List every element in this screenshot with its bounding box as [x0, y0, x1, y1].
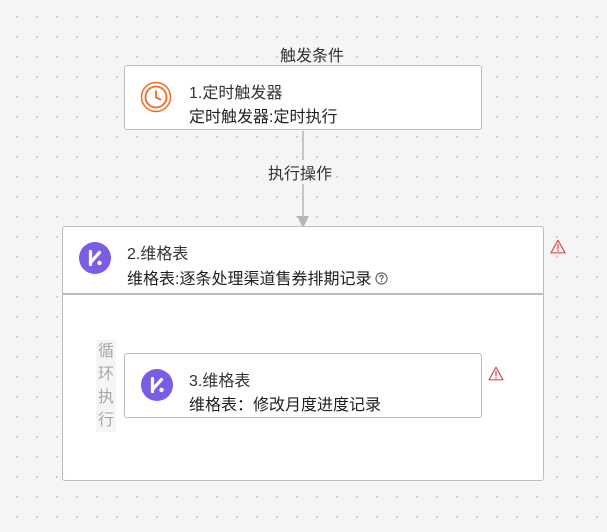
- loop-label-char: 执: [97, 389, 114, 406]
- loop-node-subtitle-text: 维格表:逐条处理渠道售券排期记录: [127, 271, 372, 288]
- inner-node-title: 3.维格表: [189, 373, 251, 390]
- vika-icon: [141, 369, 173, 401]
- trigger-node[interactable]: 1.定时触发器 定时触发器:定时执行: [124, 65, 482, 130]
- loop-node-subtitle: 维格表:逐条处理渠道售券排期记录: [127, 265, 389, 289]
- inner-action-node[interactable]: 3.维格表 维格表：修改月度进度记录: [124, 353, 482, 418]
- loop-execution-label: 循 环 执 行: [96, 340, 116, 432]
- vika-icon: [79, 242, 111, 274]
- inner-node-subtitle: 维格表：修改月度进度记录: [189, 397, 382, 414]
- action-section-heading: 执行操作: [266, 160, 335, 184]
- loop-label-char: 循: [97, 343, 114, 360]
- warning-triangle-icon[interactable]: [550, 239, 566, 254]
- clock-icon: [140, 81, 172, 113]
- loop-label-char: 环: [97, 366, 114, 383]
- warning-triangle-icon[interactable]: [488, 366, 504, 381]
- trigger-section-heading: 触发条件: [278, 42, 347, 66]
- question-circle-icon[interactable]: [375, 272, 389, 285]
- trigger-node-title: 1.定时触发器: [189, 85, 283, 102]
- loop-node-divider: [63, 293, 543, 295]
- loop-label-char: 行: [97, 412, 114, 429]
- trigger-node-subtitle: 定时触发器:定时执行: [189, 109, 338, 126]
- loop-node-title: 2.维格表: [127, 246, 189, 263]
